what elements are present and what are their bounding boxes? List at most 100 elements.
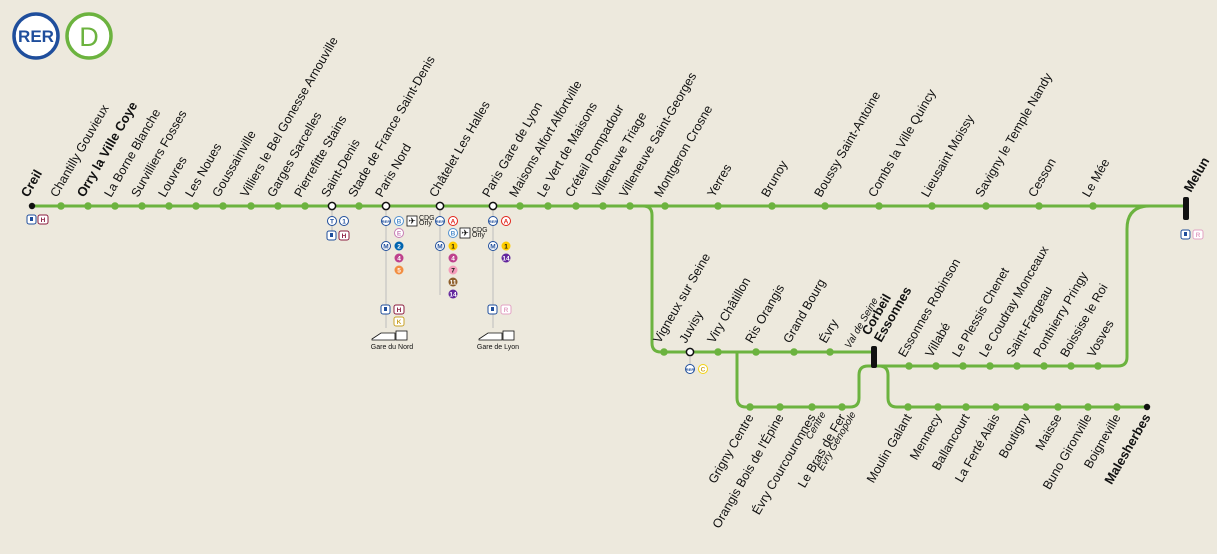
corbeil-junction-bar [871, 346, 877, 368]
station-noues: Les Noues [182, 141, 224, 210]
station-dot [661, 202, 669, 210]
station-dot [1035, 202, 1043, 210]
rer-badge: RER [436, 219, 445, 224]
station-dot [982, 202, 990, 210]
station-dot [685, 347, 695, 357]
station-dot [790, 348, 798, 356]
rer-a-badge: A [451, 219, 456, 226]
station-label: Lieusaint Moissy [918, 112, 977, 200]
station-dot [138, 202, 146, 210]
saintdenis-connections: T 1 H [326, 216, 350, 241]
station-label: Ris Orangis [742, 282, 787, 346]
gare-de-lyon-label: Gare de Lyon [477, 344, 519, 351]
station-dot [57, 202, 65, 210]
parisnord-connections: RER B ✈ CDG Orly E M 2 4 5 H K Gare du N… [371, 215, 435, 351]
station-villabe: Villabé [922, 320, 953, 370]
station-dot [192, 202, 200, 210]
tram-badge: T [330, 219, 334, 226]
station-brunoy: Brunoy [758, 158, 791, 210]
melun-connections: R [1180, 229, 1204, 240]
metro-11-badge: 11 [450, 280, 457, 287]
station-dot [826, 348, 834, 356]
station-dot [572, 202, 580, 210]
station-label: Yerres [704, 162, 734, 200]
train-icon [491, 307, 494, 311]
track-malesherbes-branch [874, 364, 1147, 409]
station-viry: Viry Châtillon [704, 275, 753, 356]
station-label: Melun [1181, 154, 1213, 194]
station-dot [1054, 403, 1062, 411]
airplane-icon: ✈ [408, 216, 416, 226]
rer-c-badge: C [701, 367, 706, 374]
metro-7-badge: 7 [451, 268, 455, 275]
station-yerres: Yerres [704, 162, 734, 210]
transilien-k-badge: K [397, 319, 402, 326]
train-icon [384, 307, 387, 311]
station-label: Cesson [1025, 156, 1058, 200]
rer-e-badge: E [397, 231, 402, 238]
metro-4-badge: 4 [397, 256, 401, 263]
station-dot [516, 202, 524, 210]
station-dot [660, 348, 668, 356]
track-ridge-branch [630, 204, 874, 354]
gare-du-nord-label: Gare du Nord [371, 344, 414, 351]
station-dot [962, 403, 970, 411]
metro-badge: M [437, 244, 442, 251]
station-evry: Évry [816, 316, 842, 356]
rer-b-badge: B [451, 231, 456, 238]
metro-2-badge: 2 [397, 244, 401, 251]
creil-connections: H [26, 214, 49, 225]
station-moulin: Moulin Galant [864, 403, 915, 485]
station-label: Le Mée [1079, 156, 1112, 199]
station-dot [1013, 362, 1021, 370]
station-buno: Buno Gironville [1040, 403, 1095, 492]
station-dot [544, 202, 552, 210]
metro-badge: M [383, 244, 388, 251]
transfer-connectors [331, 210, 691, 365]
station-dot [28, 202, 36, 210]
station-dot [1143, 403, 1151, 411]
mainline-train-icon [478, 330, 515, 341]
cdg-label: CDG [472, 227, 488, 234]
station-dot [165, 202, 173, 210]
transilien-h-badge: H [342, 233, 347, 240]
station-dot [626, 202, 634, 210]
station-dot [1094, 362, 1102, 370]
station-label: Châtelet Les Halles [426, 99, 492, 200]
rer-logo: RER [12, 12, 60, 60]
cdg-label: CDG [419, 215, 435, 222]
metro-14-badge: 14 [502, 256, 510, 263]
rer-badge: RER [489, 219, 498, 224]
station-dot [776, 403, 784, 411]
tram-t1-badge: 1 [342, 219, 346, 226]
station-label: Évry [816, 316, 842, 346]
station-dot [986, 362, 994, 370]
transilien-r-badge: R [504, 307, 509, 314]
station-dot [435, 201, 445, 211]
station-grandbourg: Grand Bourg [780, 276, 828, 356]
orly-label: Orly [472, 232, 485, 239]
rer-logo-text: RER [18, 27, 54, 46]
station-dot [327, 201, 337, 211]
station-dot [274, 202, 282, 210]
station-dot [488, 201, 498, 211]
metro-1-badge: 1 [451, 244, 455, 251]
station-dot [381, 201, 391, 211]
orly-label: Orly [419, 220, 432, 227]
melun-terminus-bar [1183, 197, 1189, 220]
station-label: Moulin Galant [864, 411, 915, 485]
station-ris: Ris Orangis [742, 282, 787, 356]
station-dot [714, 202, 722, 210]
station-label: Villabé [922, 320, 953, 359]
station-dot [111, 202, 119, 210]
station-label: Maisse [1033, 411, 1065, 452]
station-dot [928, 202, 936, 210]
rer-a-badge: A [504, 219, 509, 226]
train-icon [30, 217, 33, 221]
station-mee: Le Mée [1079, 156, 1112, 210]
station-maisse: Maisse [1033, 403, 1065, 453]
station-creil: Creil [18, 167, 45, 210]
track-grigny-loop [735, 352, 874, 409]
